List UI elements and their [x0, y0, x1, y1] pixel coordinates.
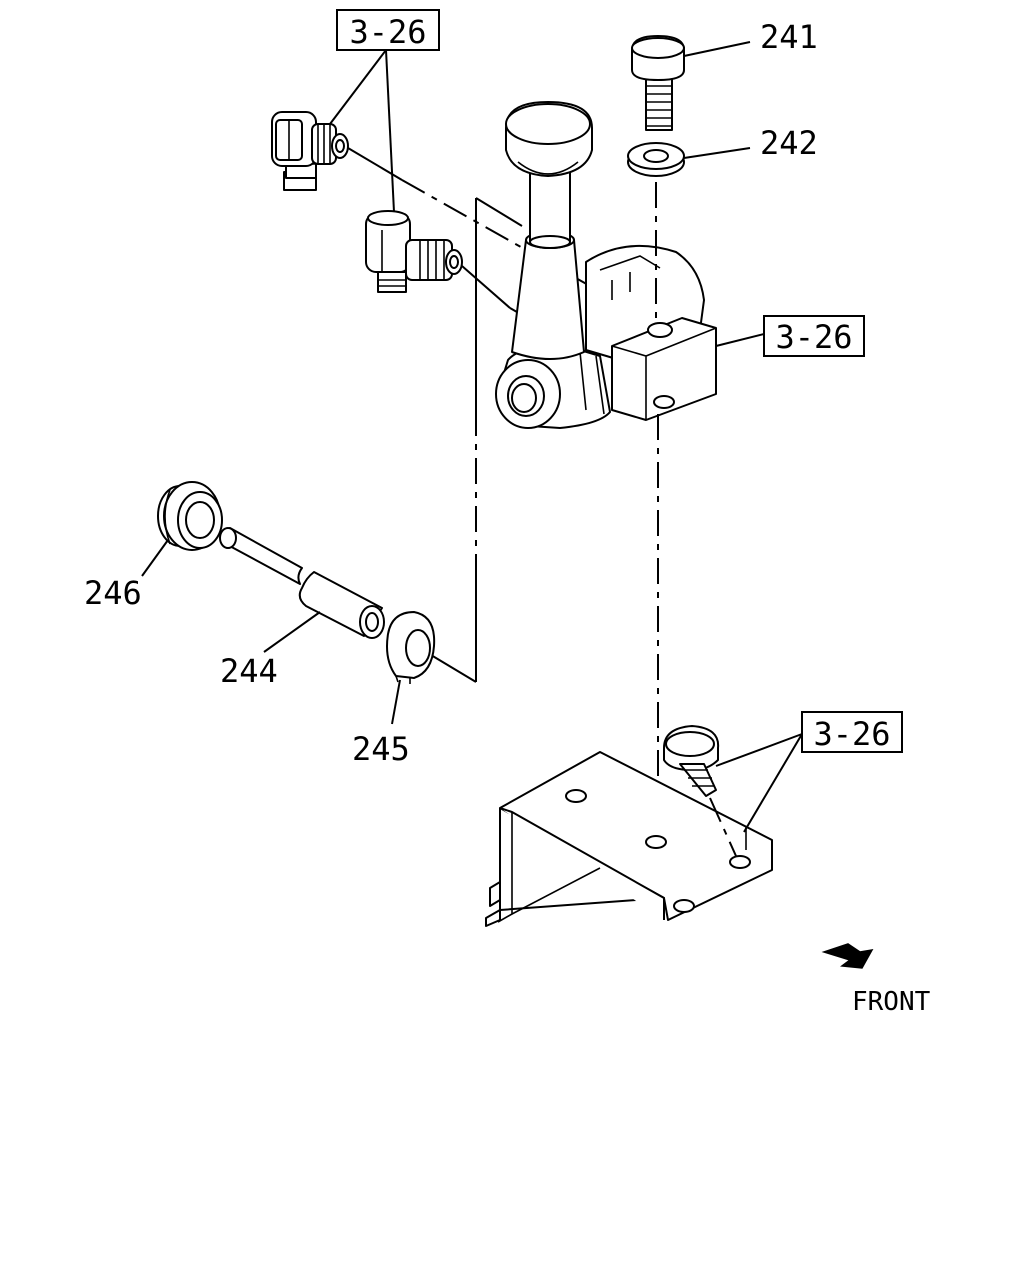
bracket-bolt-axis [709, 797, 737, 857]
bracket [485, 751, 773, 927]
ref-label-bracket: 3-26 [813, 715, 890, 753]
grommet-246 [157, 481, 223, 551]
elbow-fitting-upper [271, 111, 349, 191]
washer-242 [627, 142, 685, 177]
ref-box-bracket[interactable]: 3-26 [801, 711, 903, 753]
ref-label-top: 3-26 [349, 13, 426, 51]
front-indicator: FRONT [821, 943, 931, 1017]
callout-242[interactable]: 242 [683, 124, 818, 162]
bracket-bolt [663, 725, 720, 797]
front-arrow-icon [821, 943, 874, 969]
elbow-fitting-lower [365, 210, 463, 293]
clip-245 [386, 611, 436, 684]
ref-label-valve: 3-26 [775, 318, 852, 356]
ref-box-top[interactable]: 3-26 [336, 9, 440, 51]
bolt-241 [631, 35, 685, 131]
callout-246[interactable]: 246 [84, 539, 169, 612]
callout-label-245: 245 [352, 730, 410, 768]
callout-241[interactable]: 241 [683, 18, 818, 57]
callout-label-246: 246 [84, 574, 142, 612]
ref-leader-top [329, 49, 395, 213]
callout-label-241: 241 [760, 18, 818, 56]
hose-244 [219, 527, 385, 639]
hose-routing-line [425, 197, 523, 683]
front-label: FRONT [852, 987, 931, 1017]
valve-assembly [495, 101, 717, 429]
callout-244[interactable]: 244 [220, 611, 321, 690]
callout-label-244: 244 [220, 652, 278, 690]
callout-245[interactable]: 245 [352, 679, 410, 768]
bolt-axis-lines [655, 182, 659, 840]
ref-box-valve[interactable]: 3-26 [763, 315, 865, 357]
ref-leader-bracket [715, 733, 803, 833]
callout-label-242: 242 [760, 124, 818, 162]
ref-leader-valve [715, 333, 765, 347]
